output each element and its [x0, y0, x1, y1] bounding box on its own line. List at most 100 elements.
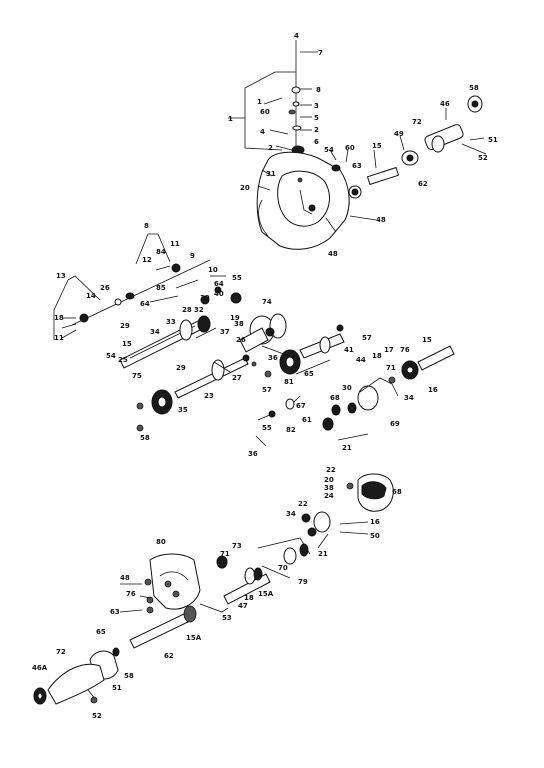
callout-label: 47	[238, 602, 248, 610]
callout-label: 34	[404, 394, 414, 402]
callout-label: 19	[230, 314, 240, 322]
callout-label: 24	[324, 492, 334, 500]
callout-label: 68	[392, 488, 402, 496]
callout-label: 55	[262, 424, 272, 432]
callout-label: 48	[328, 250, 338, 258]
callout-label: 11	[54, 334, 64, 342]
callout-label: 72	[56, 648, 66, 656]
callout-label: 39	[200, 294, 210, 302]
callout-label: 55	[232, 274, 242, 282]
callout-label: 84	[156, 248, 166, 256]
callout-label: 62	[164, 652, 174, 660]
callout-label: 33	[166, 318, 176, 326]
callout-label: 9	[190, 252, 195, 260]
callout-label: 71	[220, 550, 230, 558]
callout-label: 20	[324, 476, 334, 484]
callout-label: 54	[324, 146, 334, 154]
callout-label: 22	[298, 500, 308, 508]
callout-label: 70	[278, 564, 288, 572]
callout-label: 2	[268, 144, 273, 152]
callout-label: 18	[54, 314, 64, 322]
callout-label: 80	[156, 538, 166, 546]
callout-label: 53	[222, 614, 232, 622]
callout-label: 73	[232, 542, 242, 550]
callout-label: 20	[240, 184, 250, 192]
callout-label: 75	[132, 372, 142, 380]
callout-label: 60	[345, 144, 355, 152]
callout-label: 3	[314, 102, 319, 110]
callout-label: 13	[56, 272, 66, 280]
callout-label: 64	[140, 300, 150, 308]
callout-label: 65	[96, 628, 106, 636]
callout-label: 68	[330, 394, 340, 402]
callout-label: 52	[478, 154, 488, 162]
callout-label: 40	[214, 290, 224, 298]
callout-label: 31	[266, 170, 276, 178]
lower-assembly	[33, 537, 311, 705]
callout-label: 38	[324, 484, 334, 492]
callout-label: 62	[418, 180, 428, 188]
callout-label: 58	[124, 672, 134, 680]
callout-label: 34	[150, 328, 160, 336]
callout-label: 63	[110, 608, 120, 616]
top-assembly	[228, 40, 487, 250]
callout-label: 72	[412, 118, 422, 126]
callout-label: 35	[178, 406, 188, 414]
callout-label: 17	[384, 346, 394, 354]
callout-label: 71	[386, 364, 396, 372]
callout-label: 44	[356, 356, 366, 364]
callout-label: 37	[220, 328, 230, 336]
callout-label: 51	[488, 136, 498, 144]
callout-label: 16	[370, 518, 380, 526]
callout-label: 36	[248, 450, 258, 458]
callout-label: 22	[326, 466, 336, 474]
callout-label: 18	[372, 352, 382, 360]
callout-label: 1	[257, 98, 262, 106]
callout-label: 30	[342, 384, 352, 392]
callout-label: 74	[262, 298, 272, 306]
callout-label: 4	[260, 128, 265, 136]
callout-label: 64	[214, 280, 224, 288]
callout-label: 81	[284, 378, 294, 386]
callout-label: 5	[314, 114, 319, 122]
callout-label: 15	[372, 142, 382, 150]
callout-label: 8	[316, 86, 321, 94]
callout-label: 58	[469, 84, 479, 92]
callout-label: 18	[244, 594, 254, 602]
callout-label: 26	[236, 336, 246, 344]
callout-label: 2	[314, 126, 319, 134]
callout-label: 14	[86, 292, 96, 300]
callout-label: 52	[92, 712, 102, 720]
callout-label: 21	[342, 444, 352, 452]
middle-assembly	[53, 233, 455, 447]
callout-label: 10	[208, 266, 218, 274]
callout-label: 63	[352, 162, 362, 170]
callout-label: 46	[440, 100, 450, 108]
callout-label: 8	[144, 222, 149, 230]
callout-label: 15A	[186, 634, 202, 642]
callout-label: 57	[262, 386, 272, 394]
callout-label: 76	[400, 346, 410, 354]
callout-label: 76	[126, 590, 136, 598]
callout-label: 58	[140, 434, 150, 442]
callout-label: 79	[298, 578, 308, 586]
callout-label: 12	[142, 256, 152, 264]
callout-label: 32	[194, 306, 204, 314]
callout-label: 51	[112, 684, 122, 692]
callout-label: 28	[182, 306, 192, 314]
callout-label: 61	[302, 416, 312, 424]
callout-label: 6	[314, 138, 319, 146]
lower-right-assembly	[301, 473, 394, 549]
callout-label: 15	[422, 336, 432, 344]
callout-label: 57	[362, 334, 372, 342]
callout-label: 69	[390, 420, 400, 428]
callout-label: 29	[120, 322, 130, 330]
callout-label: 26	[100, 284, 110, 292]
callout-numbers: 4 7 8 3 1 60 5 2 6 1 4 2 58 46 72 49 51 …	[32, 32, 498, 720]
callout-label: 23	[204, 392, 214, 400]
callout-label: 49	[394, 130, 404, 138]
callout-label: 16	[428, 386, 438, 394]
callout-label: 15	[122, 340, 132, 348]
leader-lines	[61, 97, 405, 613]
